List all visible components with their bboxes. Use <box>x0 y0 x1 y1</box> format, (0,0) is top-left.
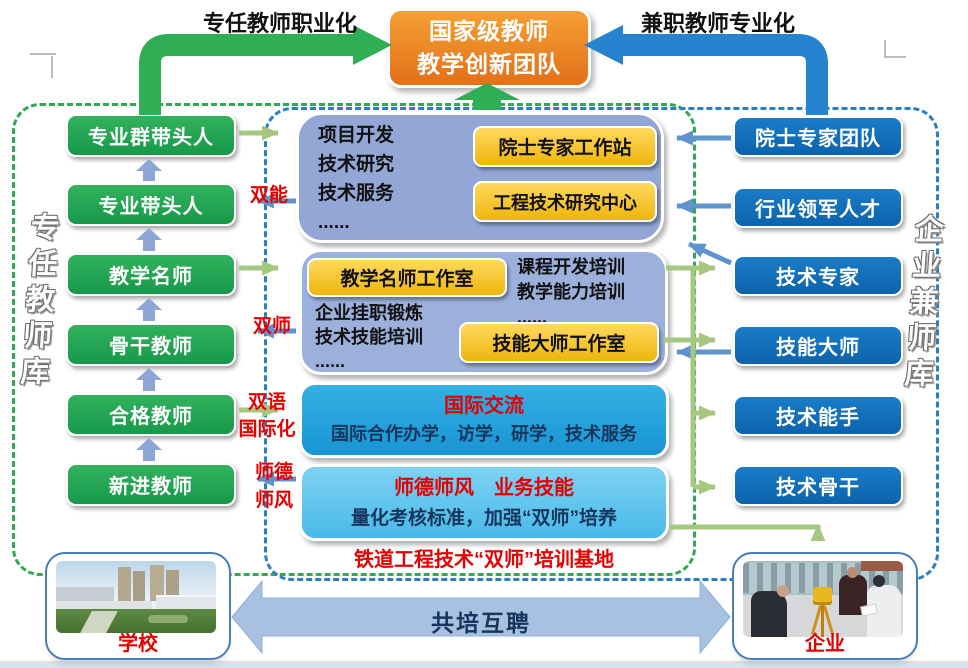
right-box-technical-talent: 技术能手 <box>733 395 903 436</box>
badge-teaching-master-studio: 教学名师工作室 <box>307 258 507 297</box>
left-box-teaching-master: 教学名师 <box>66 253 236 296</box>
national-team-box: 国家级教师 教学创新团队 <box>387 8 591 88</box>
platform-ethics-title: 师德师风 业务技能 <box>394 477 574 499</box>
right-box-technical-expert: 技术专家 <box>733 255 903 296</box>
badge-skill-master-studio: 技能大师工作室 <box>459 322 659 363</box>
left-box-new-teacher: 新进教师 <box>66 463 236 506</box>
school-tower-2 <box>133 571 145 601</box>
school-building-mid <box>56 601 152 611</box>
total-station <box>813 587 832 605</box>
left-box-qualified-teacher: 合格教师 <box>66 393 236 436</box>
page-bottom-strip <box>0 661 968 668</box>
badge-engineering-center: 工程技术研究中心 <box>473 181 657 222</box>
school-building-left <box>56 587 114 603</box>
co-cultivation-label: 共培互聘 <box>431 610 531 636</box>
enterprise-photo <box>743 561 903 637</box>
left-box-backbone-teacher: 骨干教师 <box>66 323 236 366</box>
school-photo-frame: 学校 <box>45 552 231 660</box>
platform-research-lines: 项目开发 技术研究 技术服务 ...... <box>318 125 395 233</box>
crop-mark-top-right <box>884 56 906 58</box>
right-box-technical-backbone: 技术骨干 <box>733 465 903 506</box>
crop-mark-top-left-tick <box>51 56 53 78</box>
school-tower-1 <box>118 567 131 601</box>
tripod-leg-center <box>821 605 824 637</box>
school-label-text: 学校 <box>118 633 158 655</box>
enterprise-photo-frame: 企业 <box>732 552 918 660</box>
enterprise-label-text: 企业 <box>805 633 845 655</box>
platform-international-title: 国际交流 <box>444 395 524 417</box>
left-box-major-leader: 专业带头人 <box>66 183 236 226</box>
platform-ethics <box>299 464 669 541</box>
school-tower-4 <box>166 570 179 601</box>
edge-label-bilingual: 双语 <box>247 392 286 413</box>
right-box-academician-team: 院士专家团队 <box>733 116 903 157</box>
person-right-head <box>873 575 885 587</box>
enterprise-group-border <box>264 107 939 581</box>
crop-mark-top-left <box>30 53 56 55</box>
edge-label-internationalization: 国际化 <box>238 419 296 440</box>
school-photo <box>56 561 216 633</box>
person-left-head <box>777 585 789 597</box>
right-box-skill-master: 技能大师 <box>733 325 903 366</box>
badge-academician-workstation: 院士专家工作站 <box>473 126 657 167</box>
edge-label-ethics-top: 师德 <box>254 462 293 483</box>
left-box-major-group-leader: 专业群带头人 <box>66 114 236 157</box>
crop-mark-top-right-tick <box>884 40 886 58</box>
school-lawn <box>148 615 188 623</box>
left-arrow-caption: 专任教师职业化 <box>202 11 357 36</box>
right-arrow-caption: 兼职教师专业化 <box>640 11 795 36</box>
right-box-industry-leader: 行业领军人才 <box>733 187 903 228</box>
edge-label-dual-ability: 双能 <box>249 185 288 206</box>
person-center-head <box>847 567 858 578</box>
school-building-right <box>156 595 216 609</box>
platform-studios-right-lines: 课程开发培训 教学能力培训 ...... <box>517 257 625 327</box>
training-base-label: 铁道工程技术“双师”培训基地 <box>354 549 614 571</box>
platform-international-body: 国际合作办学，访学，研学，技术服务 <box>331 424 637 444</box>
platform-ethics-body: 量化考核标准，加强“双师”培养 <box>350 508 617 529</box>
edge-label-ethics-bottom: 师风 <box>254 490 293 511</box>
platform-studios-left-lines: 企业挂职锻炼 技术技能培训 ...... <box>315 303 423 371</box>
school-tower-3 <box>150 565 164 601</box>
person-left <box>751 591 787 637</box>
national-team-line2: 教学创新团队 <box>417 51 561 77</box>
edge-label-dual-teacher: 双师 <box>252 316 291 337</box>
national-team-line1: 国家级教师 <box>429 18 549 44</box>
enterprise-building-accent <box>861 561 903 571</box>
